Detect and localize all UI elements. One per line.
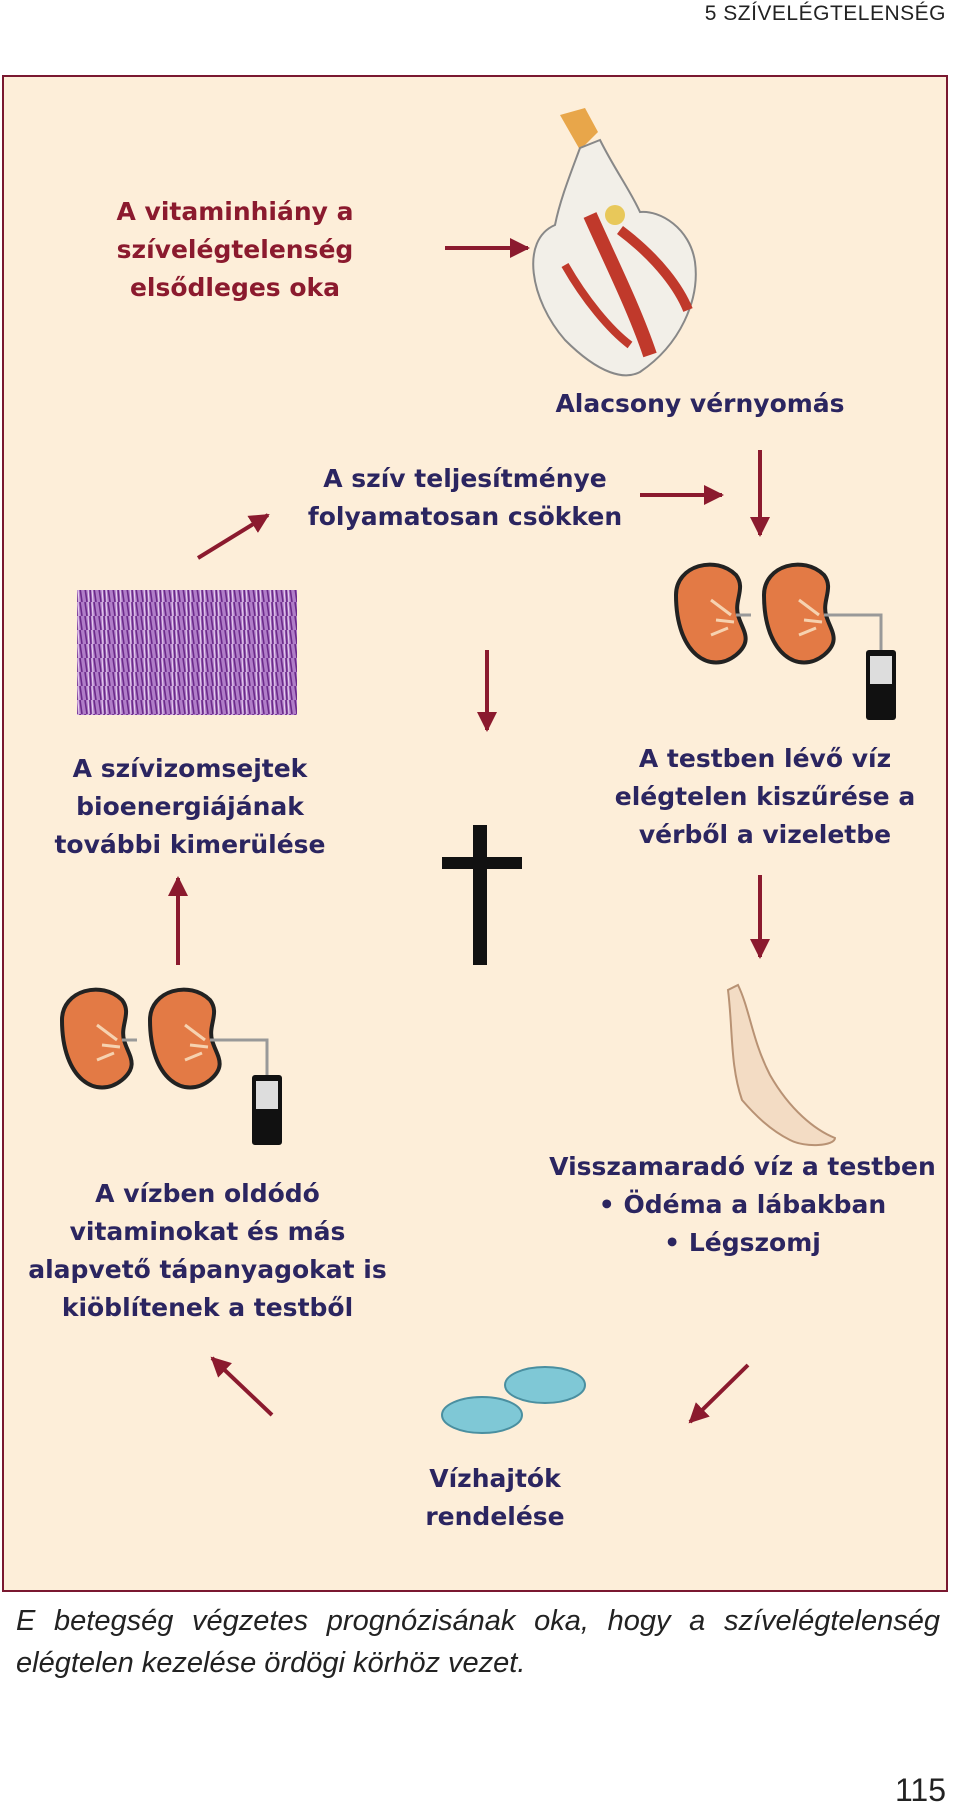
label-bioenergy: A szívizomsejtek bioenergiájának további… (54, 754, 326, 859)
label-filtering: A testben lévő víz elégtelen kiszűrése a… (614, 744, 916, 849)
flow-arrows (168, 238, 770, 1424)
muscle-tissue-image (77, 590, 297, 715)
pills-illustration (441, 1366, 586, 1434)
running-header: 5 SZÍVELÉGTELENSÉG (704, 2, 946, 25)
kidneys-illustration-right (674, 562, 898, 722)
figure-caption: E betegség végzetes prognózisának oka, h… (16, 1605, 940, 1679)
kidneys-illustration-left (60, 987, 284, 1147)
leg-illustration (726, 983, 837, 1146)
arrow-diuretics-to-washout (210, 1356, 274, 1417)
label-washout: A vízben oldódó vitaminokat és más alapv… (28, 1179, 387, 1322)
heart-illustration (532, 108, 697, 377)
label-diuretics: Vízhajtók rendelése (425, 1464, 565, 1531)
cross-icon (442, 825, 522, 965)
arrow-retention-to-diuretics (688, 1363, 750, 1424)
label-water-retention: Visszamaradó víz a testben • Ödéma a láb… (549, 1152, 936, 1257)
label-heart-output: A szív teljesítménye folyamatosan csökke… (307, 464, 623, 531)
arrow-bioenergy-to-output (196, 513, 270, 560)
label-vitamin-deficiency: A vitaminhiány a szívelégtelenség elsődl… (116, 197, 354, 302)
page-number: 115 (894, 1772, 946, 1808)
label-low-blood-pressure: Alacsony vérnyomás (555, 389, 845, 418)
